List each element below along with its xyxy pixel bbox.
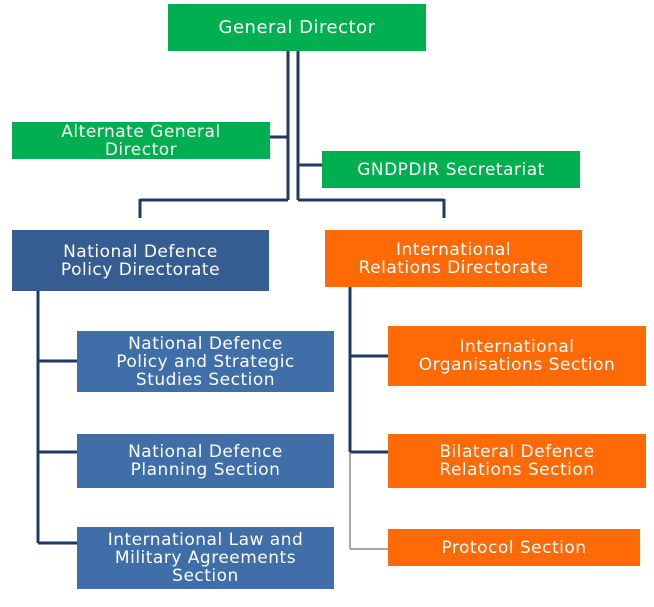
general-director-box: General Director	[168, 4, 426, 51]
relations-directorate-box: International Relations Directorate	[325, 230, 582, 287]
secretariat-box: GNDPDIR Secretariat	[322, 151, 580, 188]
policy-strategic-studies-section: National Defence Policy and Strategic St…	[77, 331, 334, 392]
protocol-section: Protocol Section	[388, 529, 640, 566]
bilateral-defence-relations-section: Bilateral Defence Relations Section	[388, 434, 646, 488]
defence-planning-section: National Defence Planning Section	[77, 434, 334, 488]
alternate-general-director-box: Alternate General Director	[12, 122, 270, 159]
international-organisations-section: International Organisations Section	[388, 326, 646, 386]
international-law-section: International Law and Military Agreement…	[77, 527, 334, 589]
policy-directorate-box: National Defence Policy Directorate	[12, 230, 269, 291]
